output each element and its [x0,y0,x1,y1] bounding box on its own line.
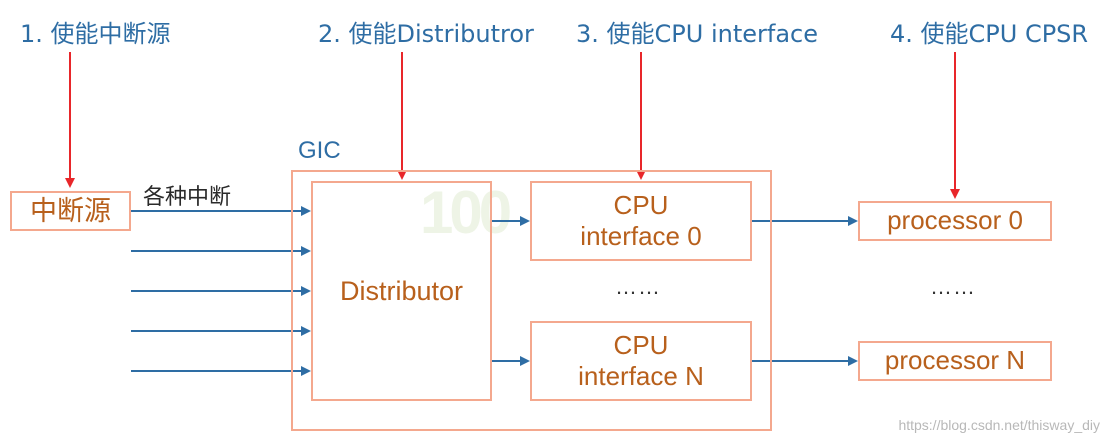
step-2-label: 2. 使能Distributror [318,20,534,48]
cpu-interface-0-line1: CPU [613,189,669,220]
watermark: 100 [420,179,512,246]
processor-ellipsis: …… [930,274,976,299]
processor-n-label: processor N [884,345,1026,376]
cpu-interface-n-line2: interface N [578,361,704,391]
step-3-label: 3. 使能CPU interface [576,20,818,48]
processor-0-box: processor 0 [858,201,1052,241]
processor-0-label: processor 0 [887,205,1023,236]
distributor-box: Distributor [311,181,492,401]
step-1-label: 1. 使能中断源 [20,20,171,48]
cpu-interface-n-box: CPU interface N [530,321,752,401]
cpu-interface-0-line2: interface 0 [580,221,702,251]
cpu-interface-0-box: CPU interface 0 [530,181,752,261]
cpu-interface-ellipsis: …… [615,274,661,299]
cpu-interface-n-line1: CPU [613,329,669,360]
step-4-label: 4. 使能CPU CPSR [890,20,1089,48]
interrupts-label: 各种中断 [143,184,232,209]
gic-container [291,170,772,431]
interrupt-source-label: 中断源 [30,195,111,226]
gic-label: GIC [298,137,341,164]
source-credit: https://blog.csdn.net/thisway_diy [898,417,1100,433]
processor-n-box: processor N [858,341,1052,381]
interrupt-source-box: 中断源 [10,191,131,231]
distributor-label: Distributor [339,275,464,306]
